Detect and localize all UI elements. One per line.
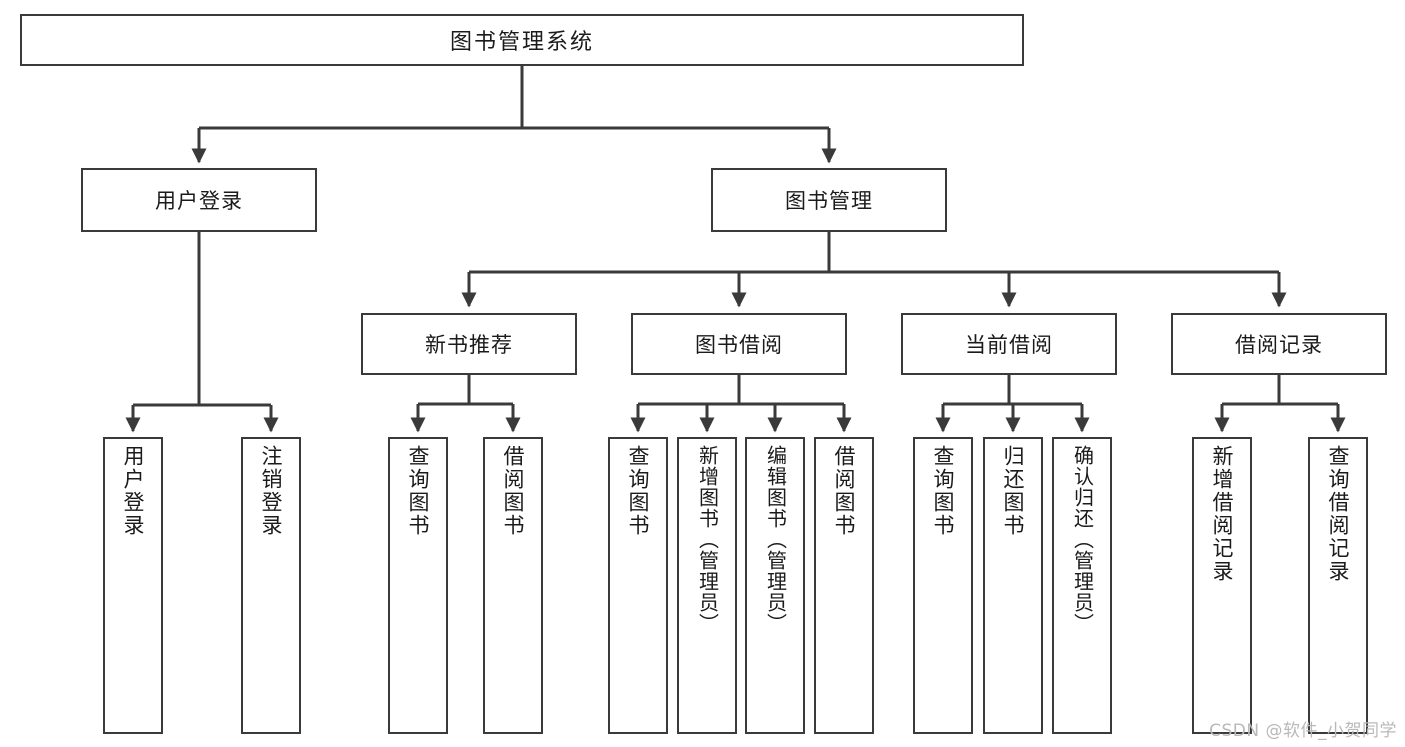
- node-leaf-query-book-current[interactable]: 查询图书: [913, 437, 973, 734]
- node-leaf-borrow-book-rec-label: 借阅图书: [501, 445, 526, 537]
- node-new-book-recommend-label: 新书推荐: [425, 333, 513, 357]
- node-current-borrow[interactable]: 当前借阅: [901, 313, 1117, 375]
- node-leaf-user-login-label: 用户登录: [121, 445, 146, 537]
- node-leaf-query-record[interactable]: 查询借阅记录: [1308, 437, 1368, 734]
- node-leaf-return-book-label: 归还图书: [1001, 445, 1026, 537]
- node-leaf-query-book-rec-label: 查询图书: [406, 445, 431, 537]
- node-leaf-add-book[interactable]: 新增图书（管理员）: [677, 437, 737, 734]
- node-leaf-query-book-borrow[interactable]: 查询图书: [608, 437, 668, 734]
- node-root[interactable]: 图书管理系统: [20, 14, 1024, 66]
- node-leaf-borrow-book-rec[interactable]: 借阅图书: [483, 437, 543, 734]
- node-leaf-logout-label: 注销登录: [259, 445, 284, 537]
- node-leaf-user-login[interactable]: 用户登录: [103, 437, 163, 734]
- node-leaf-borrow-book[interactable]: 借阅图书: [814, 437, 874, 734]
- watermark-text: CSDN @软件_小贺同学: [1209, 721, 1397, 741]
- node-leaf-add-book-label: 新增图书（管理员）: [695, 445, 720, 634]
- node-leaf-confirm-return-label: 确认归还（管理员）: [1070, 445, 1095, 634]
- node-leaf-query-book-current-label: 查询图书: [931, 445, 956, 537]
- node-leaf-query-record-label: 查询借阅记录: [1326, 445, 1351, 583]
- node-leaf-edit-book-label: 编辑图书（管理员）: [763, 445, 788, 634]
- node-leaf-add-record-label: 新增借阅记录: [1210, 445, 1235, 583]
- node-leaf-add-record[interactable]: 新增借阅记录: [1192, 437, 1252, 734]
- node-leaf-edit-book[interactable]: 编辑图书（管理员）: [745, 437, 805, 734]
- node-current-borrow-label: 当前借阅: [965, 333, 1053, 357]
- node-book-manage-label: 图书管理: [785, 189, 873, 213]
- node-user-login-label: 用户登录: [155, 189, 243, 213]
- node-book-borrow-label: 图书借阅: [695, 333, 783, 357]
- node-book-borrow[interactable]: 图书借阅: [631, 313, 847, 375]
- node-root-label: 图书管理系统: [449, 30, 594, 55]
- node-book-manage[interactable]: 图书管理: [711, 168, 947, 232]
- node-leaf-query-book-rec[interactable]: 查询图书: [388, 437, 448, 734]
- node-leaf-return-book[interactable]: 归还图书: [983, 437, 1043, 734]
- node-leaf-confirm-return[interactable]: 确认归还（管理员）: [1052, 437, 1112, 734]
- node-leaf-logout[interactable]: 注销登录: [241, 437, 301, 734]
- node-borrow-record[interactable]: 借阅记录: [1171, 313, 1387, 375]
- node-leaf-query-book-borrow-label: 查询图书: [626, 445, 651, 537]
- node-borrow-record-label: 借阅记录: [1235, 333, 1323, 357]
- node-new-book-recommend[interactable]: 新书推荐: [361, 313, 577, 375]
- node-user-login[interactable]: 用户登录: [81, 168, 317, 232]
- node-leaf-borrow-book-label: 借阅图书: [832, 445, 857, 537]
